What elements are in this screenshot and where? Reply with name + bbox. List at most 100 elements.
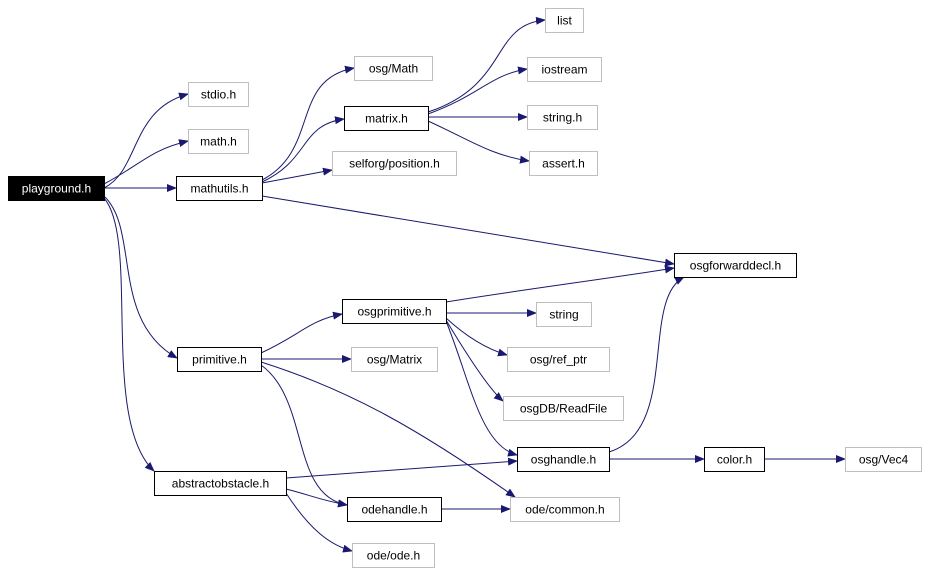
node-osgVec4: osg/Vec4 (845, 447, 922, 472)
node-box (529, 151, 598, 176)
node-label: osgforwarddecl.h (690, 259, 781, 273)
node-box (545, 8, 584, 33)
node-box (517, 447, 610, 472)
node-osgRefPtr: osg/ref_ptr (507, 347, 610, 372)
edge-playground-to-math (103, 139, 189, 185)
node-label: list (557, 14, 572, 28)
node-label: selforg/position.h (349, 157, 440, 171)
node-box (177, 347, 262, 372)
node-selforgPosition: selforg/position.h (332, 151, 457, 176)
node-label: abstractobstacle.h (172, 477, 269, 491)
node-box (354, 56, 433, 81)
node-label: playground.h (22, 182, 91, 196)
node-list: list (545, 8, 584, 33)
node-box (154, 471, 287, 496)
edge-abstractobstacle-to-odeOde (285, 492, 353, 553)
node-box (507, 347, 610, 372)
node-abstractobstacle[interactable]: abstractobstacle.h (154, 471, 287, 496)
node-osgDBReadFile: osgDB/ReadFile (503, 396, 624, 421)
node-box (347, 497, 442, 522)
node-osgMath: osg/Math (354, 56, 433, 81)
node-label: string.h (543, 111, 582, 125)
edge-osgprimitive-to-osgRefPtr (445, 317, 508, 357)
node-box (8, 176, 105, 201)
node-label: osg/Math (369, 62, 418, 76)
node-box (188, 82, 249, 107)
node-label: primitive.h (192, 353, 247, 367)
node-box (845, 447, 922, 472)
edge-osghandle-to-osgforwarddecl (608, 276, 685, 453)
node-iostream: iostream (527, 57, 602, 82)
node-label: odehandle.h (361, 503, 427, 517)
node-box (503, 396, 624, 421)
edge-playground-to-abstractobstacle (103, 197, 155, 472)
node-matrix[interactable]: matrix.h (344, 106, 429, 131)
node-box (188, 129, 249, 154)
edge-osgprimitive-to-osgforwarddecl (445, 265, 675, 303)
edge-osgprimitive-to-osgDBReadFile (445, 319, 504, 402)
edges-layer (103, 16, 846, 553)
node-label: mathutils.h (190, 182, 248, 196)
node-label: osg/ref_ptr (530, 353, 587, 367)
edge-primitive-to-odehandle (260, 364, 348, 508)
node-label: ode/ode.h (367, 549, 420, 563)
node-label: osgDB/ReadFile (520, 402, 608, 416)
node-label: ode/common.h (525, 503, 604, 517)
node-label: stdio.h (201, 88, 236, 102)
node-box (674, 253, 797, 278)
edge-primitive-to-osgprimitive (260, 311, 343, 354)
node-label: osghandle.h (531, 453, 596, 467)
node-label: assert.h (542, 157, 585, 171)
node-osgforwarddecl[interactable]: osgforwarddecl.h (674, 253, 797, 278)
node-label: matrix.h (365, 112, 408, 126)
node-label: osg/Matrix (367, 353, 422, 367)
node-box (344, 106, 429, 131)
node-color[interactable]: color.h (704, 447, 765, 472)
node-label: math.h (200, 135, 237, 149)
edge-abstractobstacle-to-osghandle (285, 457, 518, 479)
edge-matrix-to-list (427, 16, 546, 113)
node-stringh: string.h (527, 105, 598, 130)
edge-playground-to-primitive (103, 195, 178, 359)
edge-osgprimitive-to-osghandle (445, 320, 518, 457)
edge-abstractobstacle-to-odehandle (285, 488, 348, 508)
node-label: string (549, 308, 578, 322)
node-label: color.h (717, 453, 752, 467)
node-box (352, 543, 435, 568)
node-box (704, 447, 765, 472)
edge-primitive-to-odeCommon (260, 361, 516, 498)
node-box (351, 347, 438, 372)
edge-mathutils-to-selforgPosition (261, 167, 333, 184)
node-box (527, 57, 602, 82)
node-box (176, 176, 263, 201)
node-osghandle[interactable]: osghandle.h (517, 447, 610, 472)
edge-matrix-to-assert (427, 120, 530, 164)
node-osgMatrix: osg/Matrix (351, 347, 438, 372)
node-box (342, 299, 447, 324)
node-odehandle[interactable]: odehandle.h (347, 497, 442, 522)
node-box (332, 151, 457, 176)
node-label: osg/Vec4 (859, 453, 909, 467)
node-box (536, 302, 592, 327)
node-box (527, 105, 598, 130)
edge-playground-to-stdio (103, 92, 189, 189)
node-box (510, 497, 620, 522)
edge-matrix-to-iostream (427, 66, 528, 115)
edge-mathutils-to-osgforwarddecl (261, 195, 675, 267)
node-string: string (536, 302, 592, 327)
edge-mathutils-to-matrix (261, 116, 345, 183)
node-assert: assert.h (529, 151, 598, 176)
node-stdio: stdio.h (188, 82, 249, 107)
node-math: math.h (188, 129, 249, 154)
node-label: iostream (541, 63, 587, 77)
node-odeCommon: ode/common.h (510, 497, 620, 522)
node-mathutils[interactable]: mathutils.h (176, 176, 263, 201)
node-label: osgprimitive.h (357, 305, 431, 319)
nodes-layer: playground.h stdio.h math.h mathutils.h osg/… (8, 8, 922, 568)
edge-mathutils-to-osgMath (261, 65, 355, 181)
node-odeOde: ode/ode.h (352, 543, 435, 568)
node-osgprimitive[interactable]: osgprimitive.h (342, 299, 447, 324)
node-primitive[interactable]: primitive.h (177, 347, 262, 372)
node-playground[interactable]: playground.h (8, 176, 105, 201)
